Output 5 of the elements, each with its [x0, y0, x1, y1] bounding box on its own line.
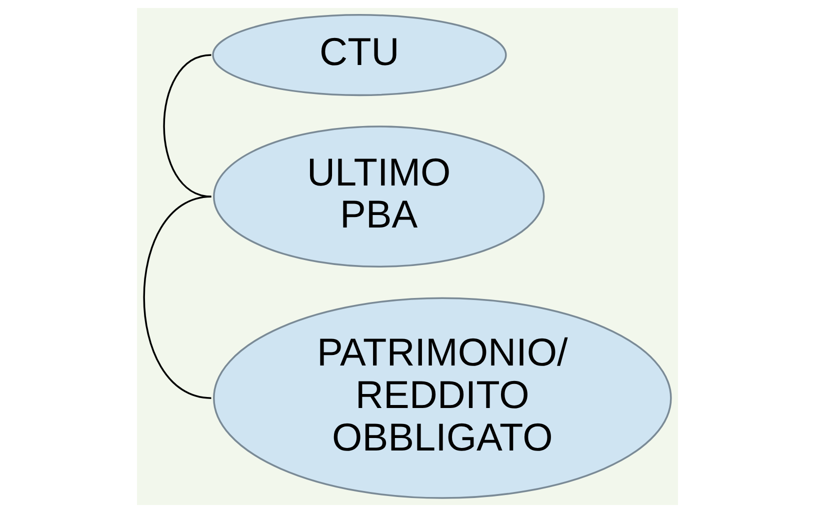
connector: [143, 196, 212, 399]
connector: [163, 54, 212, 198]
node-ellipse: CTU: [212, 14, 507, 96]
node-ellipse: PATRIMONIO/ REDDITO OBBLIGATO: [212, 297, 672, 499]
node-ellipse: ULTIMO PBA: [212, 126, 545, 268]
